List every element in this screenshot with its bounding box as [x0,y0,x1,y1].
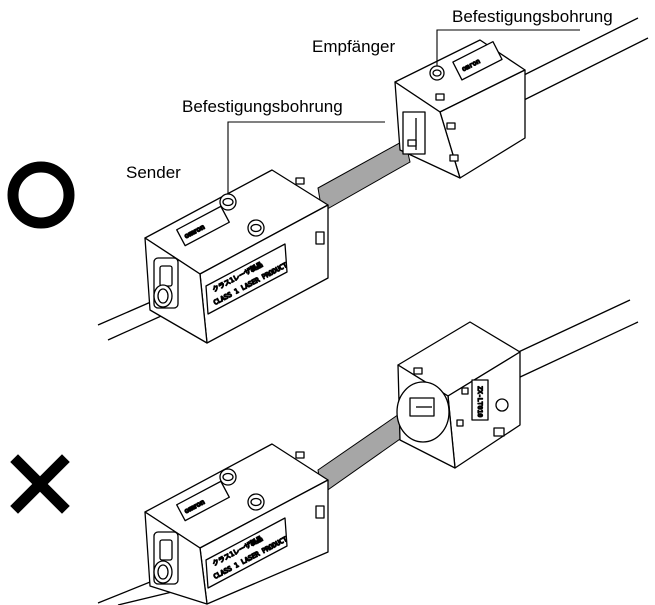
emitter-hole-label: Befestigungsbohrung [182,97,343,116]
receiver-cable-2 [512,300,638,378]
receiver-model-text: ZX-LT010 [476,386,484,417]
light-beam [318,140,410,212]
receiver-label: Empfänger [312,37,395,56]
receiver-hole-label: Befestigungsbohrung [452,7,613,26]
cross-icon [18,462,62,506]
circle-icon [13,167,69,223]
receiver-unit-2: ZX-LT010 [397,322,520,468]
light-beam-2 [318,410,410,494]
emitter-unit-2: omron クラス1レーザ製品 CLASS 1 LASER PRODUCT [145,444,328,604]
receiver-unit: omron [395,40,525,178]
incorrect-arrangement: ZX-LT010 omron ク [18,300,638,605]
correct-arrangement: omron omron [13,7,648,343]
emitter-unit: omron クラス1レーザ製品 CLASS 1 LASER PRODUCT [145,170,328,343]
emitter-label: Sender [126,163,181,182]
